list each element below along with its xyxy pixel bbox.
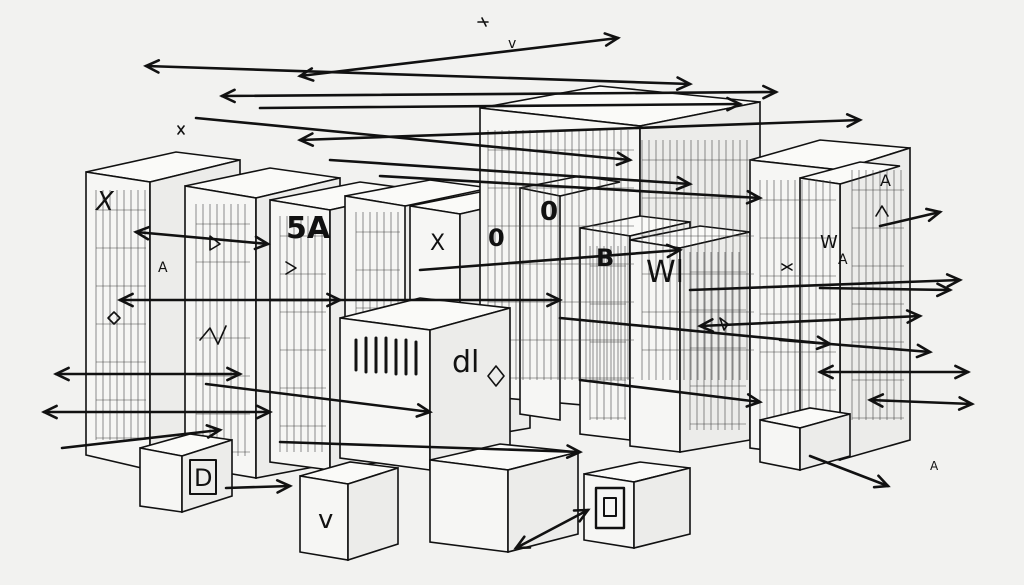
arrow	[204, 382, 433, 418]
label-x-left: X	[430, 231, 445, 256]
arrow	[297, 32, 621, 82]
arrow	[297, 113, 863, 147]
arrow	[697, 309, 923, 333]
label-v-top: v	[508, 36, 516, 52]
label-a-upper: A	[880, 171, 891, 190]
arrow	[133, 225, 271, 251]
front-cube-mid	[429, 443, 579, 554]
arrow	[418, 243, 683, 272]
arrow	[688, 273, 963, 292]
label-5a: 5A	[286, 211, 331, 246]
arrow	[558, 316, 833, 351]
label-a-corner: A	[930, 459, 939, 473]
arrow	[878, 207, 943, 228]
arrow	[278, 440, 583, 459]
arrow	[194, 116, 633, 167]
label-d-box: D	[194, 464, 212, 492]
arrow	[143, 59, 693, 91]
front-cube-square	[583, 461, 691, 550]
arrow	[817, 364, 971, 380]
arrow	[60, 424, 223, 450]
arrow	[818, 282, 953, 298]
letter-glyphs: 5A X 0 0 B W Wl A A A A dl v v D X	[94, 36, 939, 535]
label-w: W	[820, 232, 838, 253]
arrow	[867, 393, 975, 411]
arrow	[578, 378, 763, 408]
arrow	[53, 366, 243, 382]
arrow	[41, 404, 273, 420]
front-cube-right	[759, 407, 851, 472]
label-0-mid: 0	[488, 224, 505, 252]
arrow	[224, 479, 293, 494]
arrow	[328, 158, 693, 191]
label-a-right: A	[158, 260, 168, 276]
arrow	[258, 96, 743, 112]
arrow	[808, 454, 891, 489]
label-b: B	[596, 244, 614, 272]
label-d: dl	[452, 345, 479, 380]
label-wl: Wl	[646, 255, 684, 290]
front-cube-small-left	[139, 433, 233, 514]
label-0-top: 0	[540, 197, 558, 227]
arrow	[219, 84, 779, 104]
arrow	[513, 508, 591, 550]
arrow	[378, 174, 763, 205]
doodle-marks	[107, 17, 889, 387]
label-v-left: v	[318, 505, 333, 535]
arrow	[268, 292, 343, 308]
front-cube-center	[339, 297, 511, 472]
label-x-panel: X	[94, 187, 115, 217]
label-a-mid: A	[838, 252, 848, 268]
front-cube-small-mid	[299, 461, 399, 562]
arrow-layer	[41, 32, 975, 550]
